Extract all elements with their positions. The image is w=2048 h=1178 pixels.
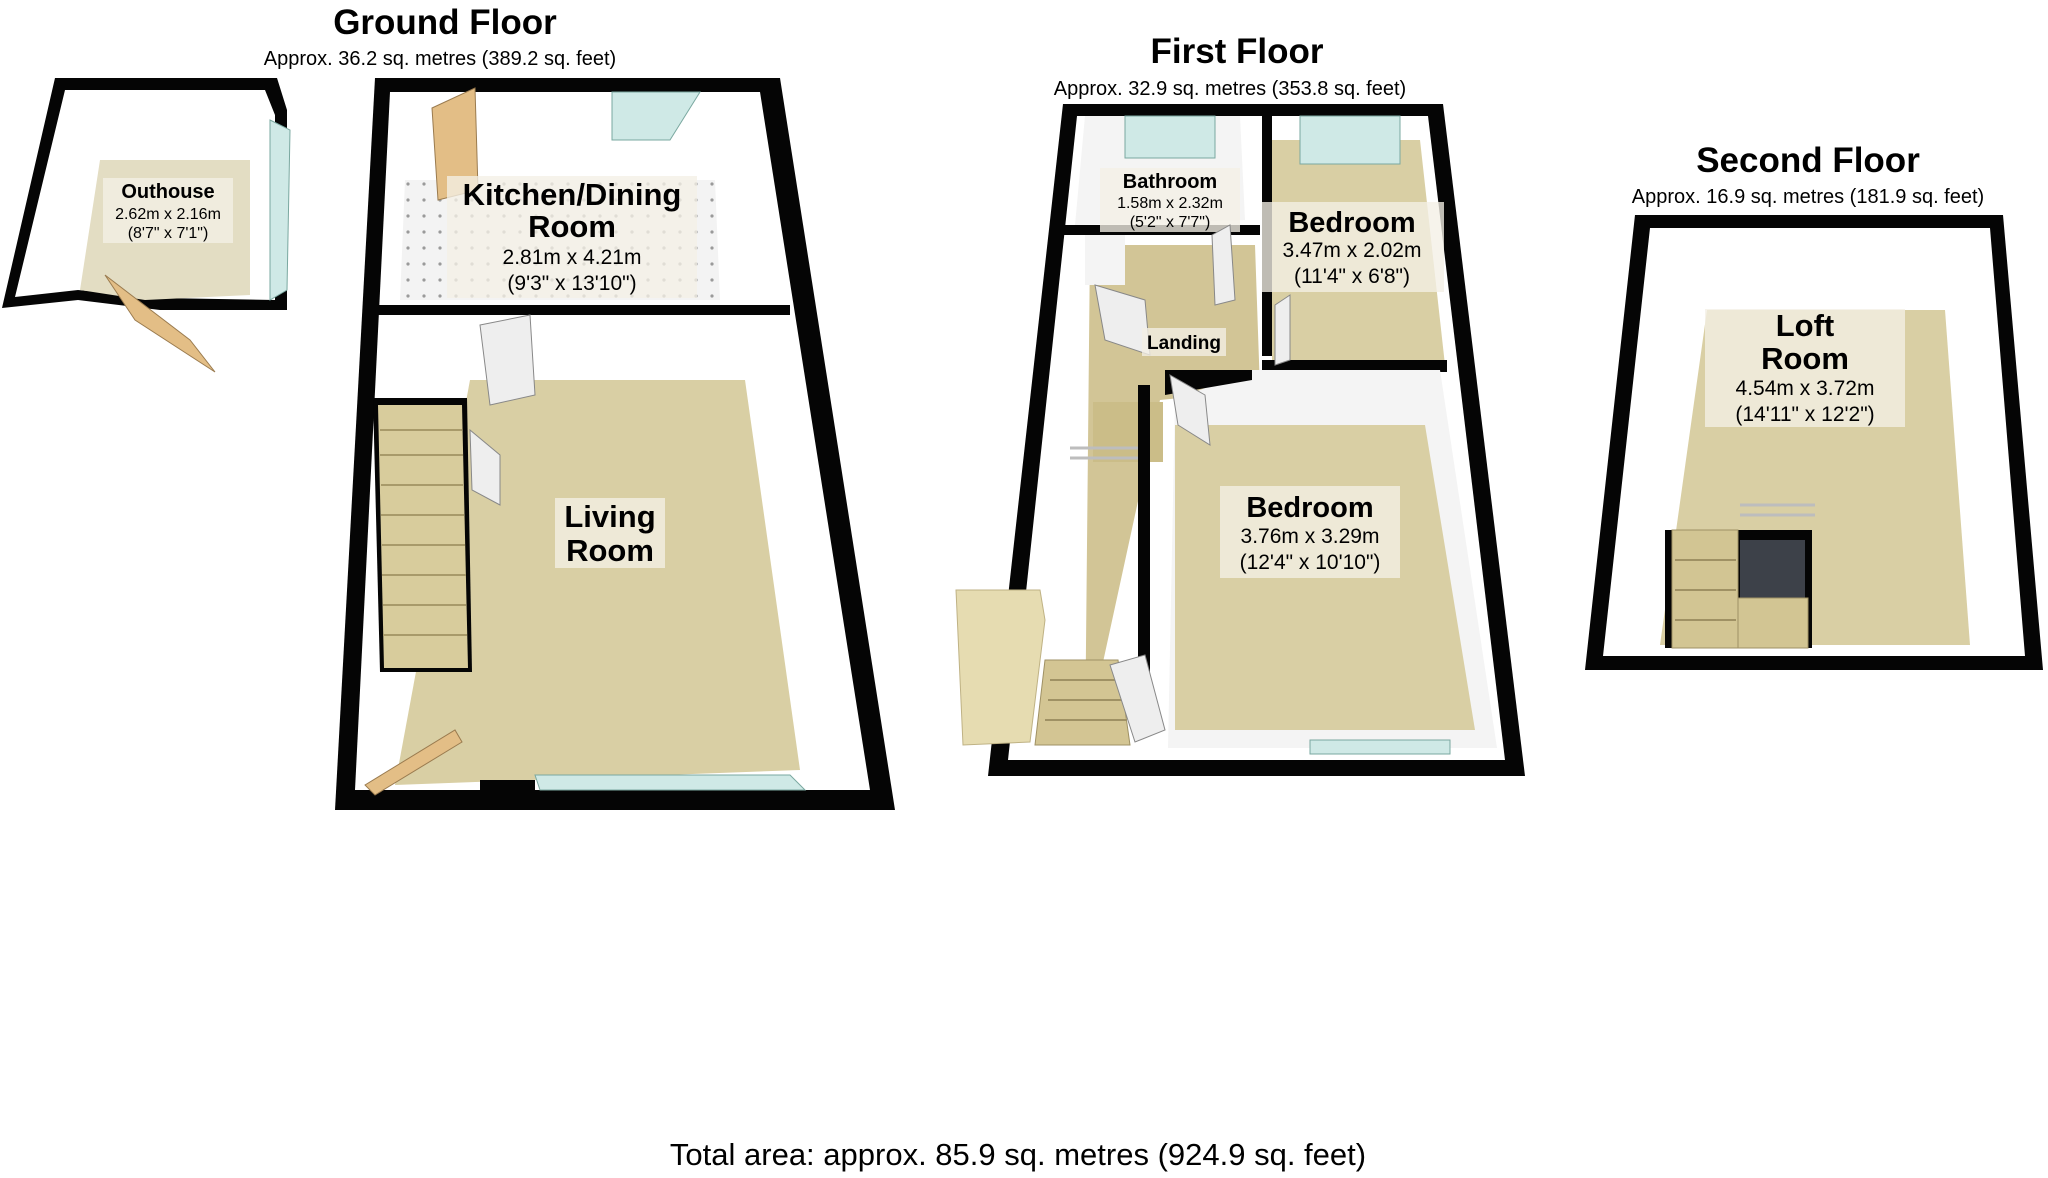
landing-name: Landing (1147, 333, 1221, 354)
bathroom-dims-ft: (5'2" x 7'7") (1130, 214, 1211, 231)
outhouse-dims-ft: (8'7" x 7'1") (128, 225, 209, 242)
kitchen-dims-m: 2.81m x 4.21m (503, 246, 642, 269)
bedroom-small-dims-ft: (11'4" x 6'8") (1294, 265, 1410, 288)
first-floor-area: Approx. 32.9 sq. metres (353.8 sq. feet) (1054, 78, 1406, 100)
total-area: Total area: approx. 85.9 sq. metres (924… (670, 1137, 1366, 1172)
kitchen-name-line1: Kitchen/Dining (463, 177, 682, 212)
outhouse-name: Outhouse (121, 181, 214, 203)
second-floor-plan: Second Floor Approx. 16.9 sq. metres (18… (1585, 141, 2043, 670)
living-room-name-line1: Living (564, 499, 655, 534)
loft-dims-ft: (14'11" x 12'2") (1735, 403, 1874, 426)
bedroom-large-dims-m: 3.76m x 3.29m (1241, 525, 1380, 548)
bathroom-name: Bathroom (1123, 171, 1217, 193)
first-floor-title: First Floor (1150, 32, 1323, 71)
ground-floor-plan: Ground Floor Approx. 36.2 sq. metres (38… (2, 3, 895, 810)
kitchen-dims-ft: (9'3" x 13'10") (507, 272, 636, 295)
bedroom-large: Bedroom 3.76m x 3.29m (12'4" x 10'10") (1165, 370, 1497, 755)
loft-dims-m: 4.54m x 3.72m (1736, 377, 1875, 400)
outhouse-door (104, 274, 216, 373)
ground-floor-area: Approx. 36.2 sq. metres (389.2 sq. feet) (264, 48, 616, 70)
loft-name-line1: Loft (1776, 308, 1835, 343)
kitchen-window (611, 91, 701, 141)
bedroom-large-name: Bedroom (1246, 492, 1373, 524)
front-door (364, 729, 463, 796)
bedroom-small: Bedroom 3.47m x 2.02m (11'4" x 6'8") (1262, 115, 1447, 372)
bedroom-small-name: Bedroom (1288, 207, 1415, 239)
loft-staircase (1665, 503, 1815, 649)
living-room-window (534, 774, 807, 791)
living-room-door (479, 314, 536, 406)
first-floor-plan: First Floor Approx. 32.9 sq. metres (353… (955, 32, 1525, 776)
ground-floor-title: Ground Floor (333, 3, 557, 42)
bathroom-dims-m: 1.58m x 2.32m (1117, 195, 1223, 212)
outhouse: Outhouse 2.62m x 2.16m (8'7" x 7'1") (2, 78, 291, 373)
bathroom: Bathroom 1.58m x 2.32m (5'2" x 7'7") (1060, 115, 1260, 235)
kitchen-name-line2: Room (528, 209, 616, 244)
second-floor-title: Second Floor (1696, 141, 1920, 180)
ground-floor-house: Kitchen/Dining Room 2.81m x 4.21m (9'3" … (335, 78, 895, 810)
loft-name-line2: Room (1761, 341, 1849, 376)
second-floor-area: Approx. 16.9 sq. metres (181.9 sq. feet) (1632, 186, 1984, 208)
ground-staircase (373, 398, 472, 672)
bedroom-small-dims-m: 3.47m x 2.02m (1283, 239, 1422, 262)
bedroom-large-dims-ft: (12'4" x 10'10") (1240, 551, 1381, 574)
living-room-name-line2: Room (566, 533, 654, 568)
outhouse-dims-m: 2.62m x 2.16m (115, 206, 221, 223)
